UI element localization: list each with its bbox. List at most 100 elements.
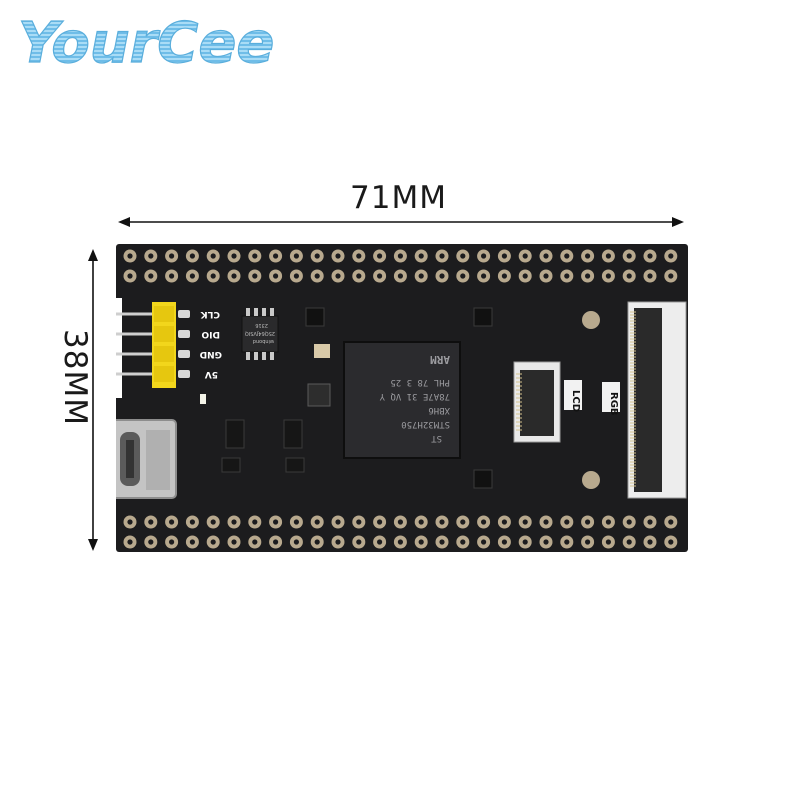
pad-hole	[127, 253, 133, 259]
pad-hole	[210, 273, 216, 279]
pad-hole	[585, 519, 591, 525]
pad-hole	[418, 253, 424, 259]
pad-hole	[356, 539, 362, 545]
pin-label-5v: 5V	[205, 369, 218, 379]
pad-hole	[397, 253, 403, 259]
pad-hole	[231, 273, 237, 279]
flash-part: 25Q64JVSIQ	[245, 330, 275, 336]
pad-hole	[314, 273, 320, 279]
pad-hole	[501, 253, 507, 259]
pad-hole	[439, 519, 445, 525]
pad-hole	[647, 273, 653, 279]
pad-hole	[564, 539, 570, 545]
pad-hole	[148, 539, 154, 545]
flash-chip: winbond 25Q64JVSIQ 2316	[241, 308, 279, 360]
pad-hole	[481, 273, 487, 279]
mcu-line4: PHL 78 3 25	[390, 377, 450, 387]
pad-hole	[273, 273, 279, 279]
pin-label-gnd: GND	[200, 349, 222, 359]
pad-hole	[397, 519, 403, 525]
pad-hole	[127, 273, 133, 279]
pad-hole	[273, 253, 279, 259]
pad-hole	[439, 253, 445, 259]
pad-hole	[564, 253, 570, 259]
pad-hole	[585, 273, 591, 279]
pad-hole	[543, 253, 549, 259]
pad-hole	[626, 273, 632, 279]
pad-hole	[356, 273, 362, 279]
pad-hole	[377, 519, 383, 525]
lcd-label: LCD	[570, 390, 581, 412]
pad-hole	[169, 539, 175, 545]
pad-hole	[397, 273, 403, 279]
pad-hole	[668, 519, 674, 525]
top-header-pads	[123, 249, 678, 283]
pcb-board: CLK DIO GND 5V winbond 25Q64JVSIQ 2316 S…	[116, 244, 688, 552]
flash-brand: winbond	[253, 338, 274, 344]
rgb-fpc-connector[interactable]	[627, 301, 687, 499]
pad-hole	[522, 253, 528, 259]
pad-hole	[605, 519, 611, 525]
pad-hole	[252, 253, 258, 259]
pad-hole	[626, 539, 632, 545]
pad-hole	[189, 273, 195, 279]
pad-hole	[585, 539, 591, 545]
pad-hole	[397, 539, 403, 545]
mcu-logo: ST	[431, 433, 442, 443]
pad-hole	[543, 539, 549, 545]
pad-hole	[314, 253, 320, 259]
pin-label-dio: DIO	[201, 329, 220, 339]
pad-hole	[501, 519, 507, 525]
pad-hole	[668, 539, 674, 545]
pad-hole	[481, 519, 487, 525]
pad-hole	[210, 253, 216, 259]
pad-hole	[564, 519, 570, 525]
lcd-connector[interactable]	[513, 361, 561, 443]
smd-components	[200, 307, 600, 489]
pad-hole	[169, 273, 175, 279]
pad-hole	[418, 273, 424, 279]
pad-hole	[210, 519, 216, 525]
pad-hole	[252, 273, 258, 279]
rgb-label-box: RGB	[602, 382, 620, 416]
pad-hole	[293, 519, 299, 525]
pad-hole	[169, 519, 175, 525]
pad-hole	[252, 519, 258, 525]
lcd-label-box: LCD	[564, 380, 582, 412]
pad-hole	[501, 539, 507, 545]
mcu-line2: XBH6	[428, 405, 450, 415]
pad-hole	[231, 539, 237, 545]
pad-hole	[273, 539, 279, 545]
swd-pin-header[interactable]	[116, 302, 190, 388]
pad-hole	[668, 253, 674, 259]
pad-hole	[148, 273, 154, 279]
pad-hole	[189, 539, 195, 545]
usb-c-port[interactable]	[116, 419, 177, 499]
pad-hole	[418, 539, 424, 545]
pad-hole	[647, 253, 653, 259]
mcu-chip: ST STM32H750 XBH6 78A7E 31 VQ Y PHL 78 3…	[343, 341, 461, 459]
pad-hole	[335, 539, 341, 545]
pad-hole	[439, 539, 445, 545]
flash-code: 2316	[255, 322, 268, 328]
pad-hole	[481, 253, 487, 259]
pad-hole	[543, 273, 549, 279]
pad-hole	[605, 539, 611, 545]
pad-hole	[522, 273, 528, 279]
pad-hole	[626, 519, 632, 525]
pad-hole	[647, 519, 653, 525]
pad-hole	[377, 253, 383, 259]
pad-hole	[460, 273, 466, 279]
pad-hole	[543, 519, 549, 525]
board-notch	[116, 298, 122, 398]
height-dimension-label: 38MM	[57, 329, 93, 426]
pad-hole	[148, 253, 154, 259]
pad-hole	[335, 519, 341, 525]
pad-hole	[377, 539, 383, 545]
pad-hole	[460, 253, 466, 259]
mcu-line1: STM32H750	[401, 419, 450, 429]
pad-hole	[189, 519, 195, 525]
pad-hole	[418, 519, 424, 525]
mcu-line3: 78A7E 31 VQ Y	[379, 391, 450, 401]
